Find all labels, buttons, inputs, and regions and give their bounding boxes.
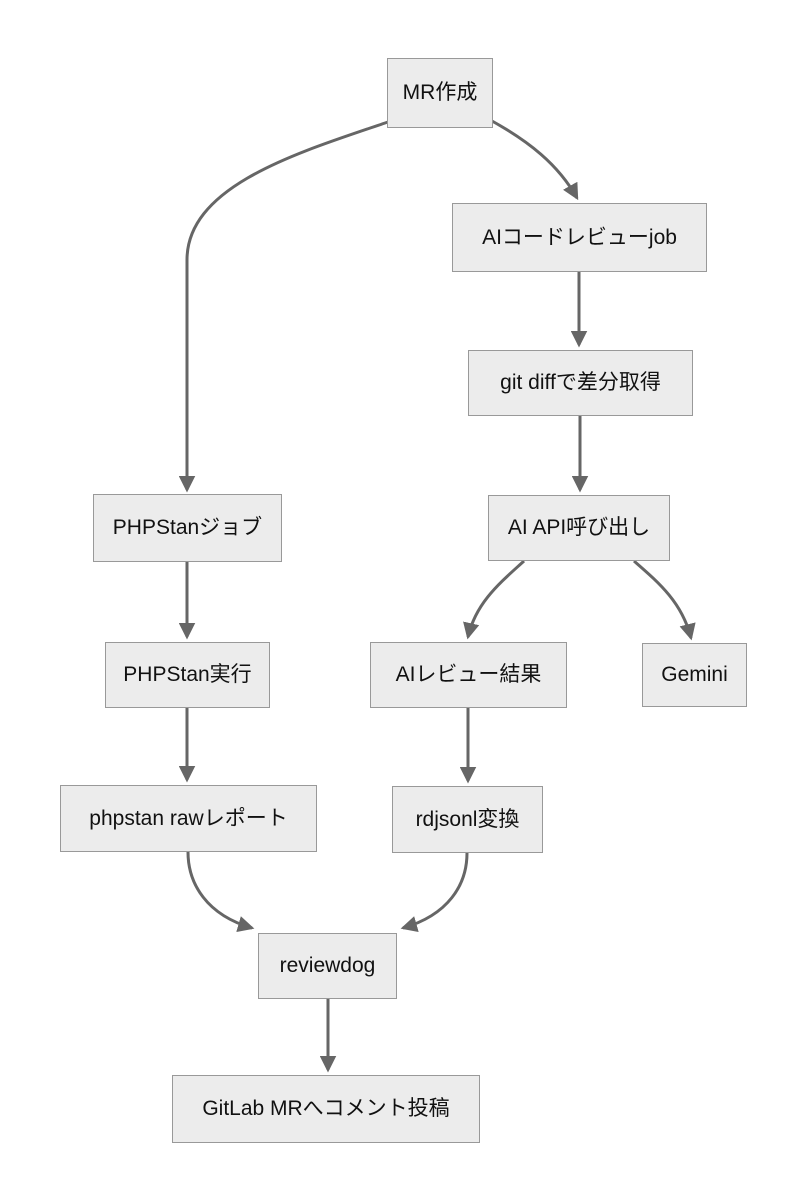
node-phpstan-job: PHPStanジョブ bbox=[93, 494, 282, 562]
node-git-diff: git diffで差分取得 bbox=[468, 350, 693, 416]
edge-mr-create-to-ai-code-review-job bbox=[491, 119, 579, 201]
edge-phpstan-raw-report-to-reviewdog bbox=[186, 851, 255, 933]
edge-ai-api-call-to-ai-review-result bbox=[463, 559, 526, 640]
node-reviewdog: reviewdog bbox=[258, 933, 397, 999]
node-ai-code-review-job: AIコードレビューjob bbox=[452, 203, 707, 272]
node-gemini: Gemini bbox=[642, 643, 747, 707]
edge-rdjsonl-convert-to-reviewdog bbox=[400, 852, 469, 933]
node-gitlab-post: GitLab MRへコメント投稿 bbox=[172, 1075, 480, 1143]
edge-mr-create-to-phpstan-job bbox=[178, 120, 389, 493]
node-rdjsonl-convert: rdjsonl変換 bbox=[392, 786, 543, 853]
node-phpstan-run: PHPStan実行 bbox=[105, 642, 270, 708]
node-ai-review-result: AIレビュー結果 bbox=[370, 642, 567, 708]
node-mr-create: MR作成 bbox=[387, 58, 493, 128]
node-ai-api-call: AI API呼び出し bbox=[488, 495, 670, 561]
node-phpstan-raw-report: phpstan rawレポート bbox=[60, 785, 317, 852]
edge-ai-api-call-to-gemini bbox=[633, 559, 696, 641]
